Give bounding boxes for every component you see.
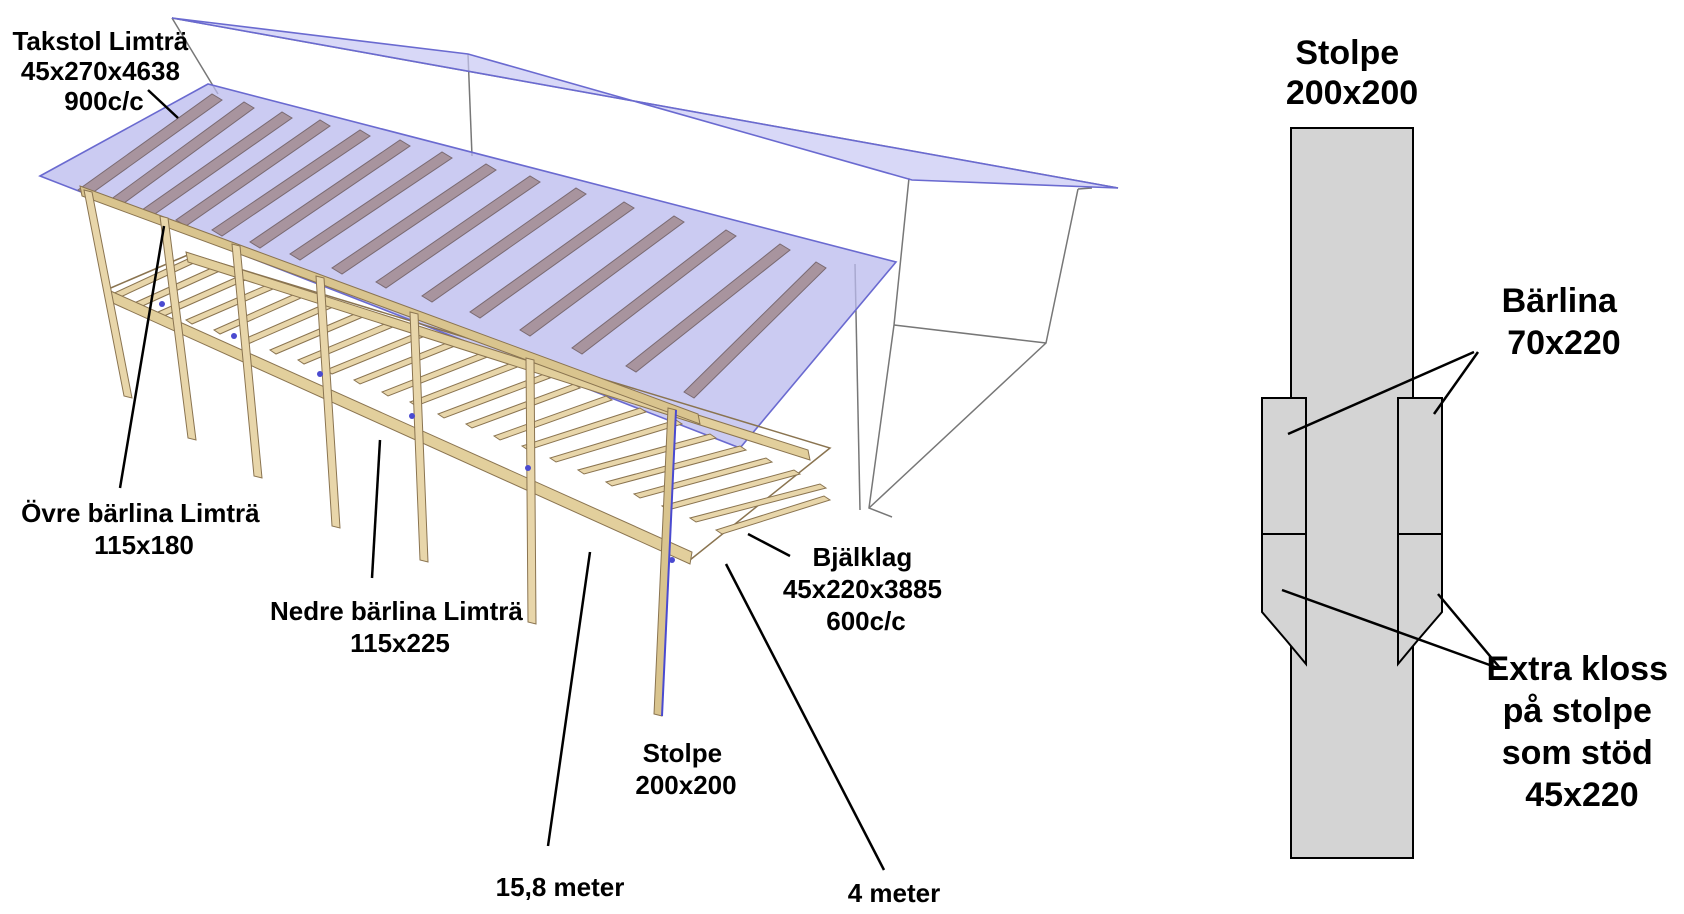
label-nedre-barlina-line2: 115x225 (350, 628, 450, 658)
joist (660, 469, 802, 511)
roof-upper-sheet (171, 17, 1119, 189)
post (83, 189, 133, 399)
post-detail: Stolpe 200x200 Bärlina 70x220 Extra klos… (1261, 34, 1678, 859)
label-stolpe-line1: Stolpe (643, 738, 722, 768)
label-ovre-barlina: Övre bärlina Limträ 115x180 (21, 498, 267, 560)
post (315, 275, 341, 529)
leader-bjalklag (747, 532, 791, 558)
detail-label-stolpe-line2: 200x200 (1286, 74, 1418, 112)
connector (231, 333, 237, 339)
joist (464, 383, 582, 429)
label-takstol-line1: Takstol Limträ (12, 26, 188, 56)
rafter (211, 129, 371, 237)
leader-takstol (147, 89, 179, 119)
rafter (331, 163, 497, 275)
leader-ovre-barlina (118, 225, 166, 489)
joist (408, 361, 522, 407)
connector (525, 465, 531, 471)
detail-barlina-right (1397, 397, 1443, 535)
detail-label-barlina-line2: 70x220 (1507, 324, 1620, 362)
joist (380, 351, 492, 397)
detail-label-kloss-line2: på stolpe (1503, 692, 1652, 730)
detail-label-kloss: Extra kloss på stolpe som stöd 45x220 (1487, 650, 1678, 814)
joist (492, 395, 614, 441)
detail-barlina-left (1261, 397, 1307, 535)
leader-nedre-barlina (370, 439, 382, 579)
rafter (289, 151, 453, 261)
joist (296, 319, 402, 365)
detail-label-stolpe: Stolpe 200x200 (1286, 34, 1418, 112)
connector-markers (159, 301, 675, 563)
rafter (571, 229, 737, 355)
posts (83, 189, 677, 717)
label-ovre-barlina-line1: Övre bärlina Limträ (21, 498, 260, 528)
label-bjalklag-line1: Bjälklag (813, 542, 913, 572)
post (525, 357, 537, 625)
leader-length (546, 551, 592, 847)
leader-barlina-left (1287, 350, 1475, 436)
detail-kloss-left (1261, 533, 1307, 667)
structure-3d: Takstol Limträ 45x270x4638 900c/c Övre b… (12, 17, 1119, 908)
label-bjalklag-line3: 600c/c (826, 606, 906, 636)
leader-lines (118, 89, 886, 871)
joist (688, 483, 828, 523)
post-blue-edge (661, 409, 677, 717)
detail-leader-lines (1281, 350, 1501, 670)
joist (184, 281, 282, 325)
joist (714, 495, 832, 535)
leader-barlina-right (1432, 351, 1480, 415)
floor-joists (104, 253, 832, 561)
rafter (375, 175, 541, 289)
post (231, 243, 263, 479)
rafter (625, 243, 791, 373)
rafters (77, 93, 827, 399)
joist (548, 419, 684, 463)
detail-label-kloss-line1: Extra kloss (1487, 650, 1668, 688)
detail-label-stolpe-line1: Stolpe (1295, 34, 1399, 72)
label-bjalklag-line2: 45x220x3885 (783, 574, 942, 604)
leader-kloss-right (1437, 593, 1501, 669)
connector (159, 301, 165, 307)
joist (352, 339, 462, 385)
rafter (519, 215, 685, 337)
detail-post (1290, 127, 1414, 859)
label-length: 15,8 meter (496, 872, 625, 902)
detail-label-kloss-line4: 45x220 (1525, 776, 1638, 814)
label-width: 4 meter (848, 878, 941, 908)
post (159, 215, 197, 441)
rafter (683, 261, 827, 399)
rafter (469, 201, 635, 319)
label-ovre-barlina-line2: 115x180 (94, 530, 194, 560)
label-takstol-line3: 900c/c (64, 86, 144, 116)
label-stolpe-line2: 200x200 (635, 770, 736, 800)
joist (436, 373, 552, 419)
connector (409, 413, 415, 419)
joist (576, 433, 718, 475)
joist (604, 445, 748, 487)
post (409, 311, 429, 563)
label-takstol-line2: 45x270x4638 (21, 56, 180, 86)
connector (317, 371, 323, 377)
rafter (421, 187, 587, 303)
label-takstol: Takstol Limträ 45x270x4638 900c/c (12, 26, 195, 116)
label-bjalklag: Bjälklag 45x220x3885 600c/c (783, 542, 949, 636)
rafter (249, 139, 411, 249)
detail-label-barlina-line1: Bärlina (1502, 282, 1618, 320)
leader-kloss-left (1281, 588, 1499, 670)
joist (632, 457, 774, 499)
joist (520, 407, 648, 451)
detail-label-kloss-line3: som stöd (1502, 734, 1653, 772)
detail-label-barlina: Bärlina 70x220 (1502, 282, 1627, 362)
label-nedre-barlina-line1: Nedre bärlina Limträ (270, 596, 523, 626)
label-stolpe: Stolpe 200x200 (635, 738, 736, 800)
connector (669, 557, 675, 563)
label-nedre-barlina: Nedre bärlina Limträ 115x225 (270, 596, 530, 658)
leader-width (724, 563, 886, 871)
